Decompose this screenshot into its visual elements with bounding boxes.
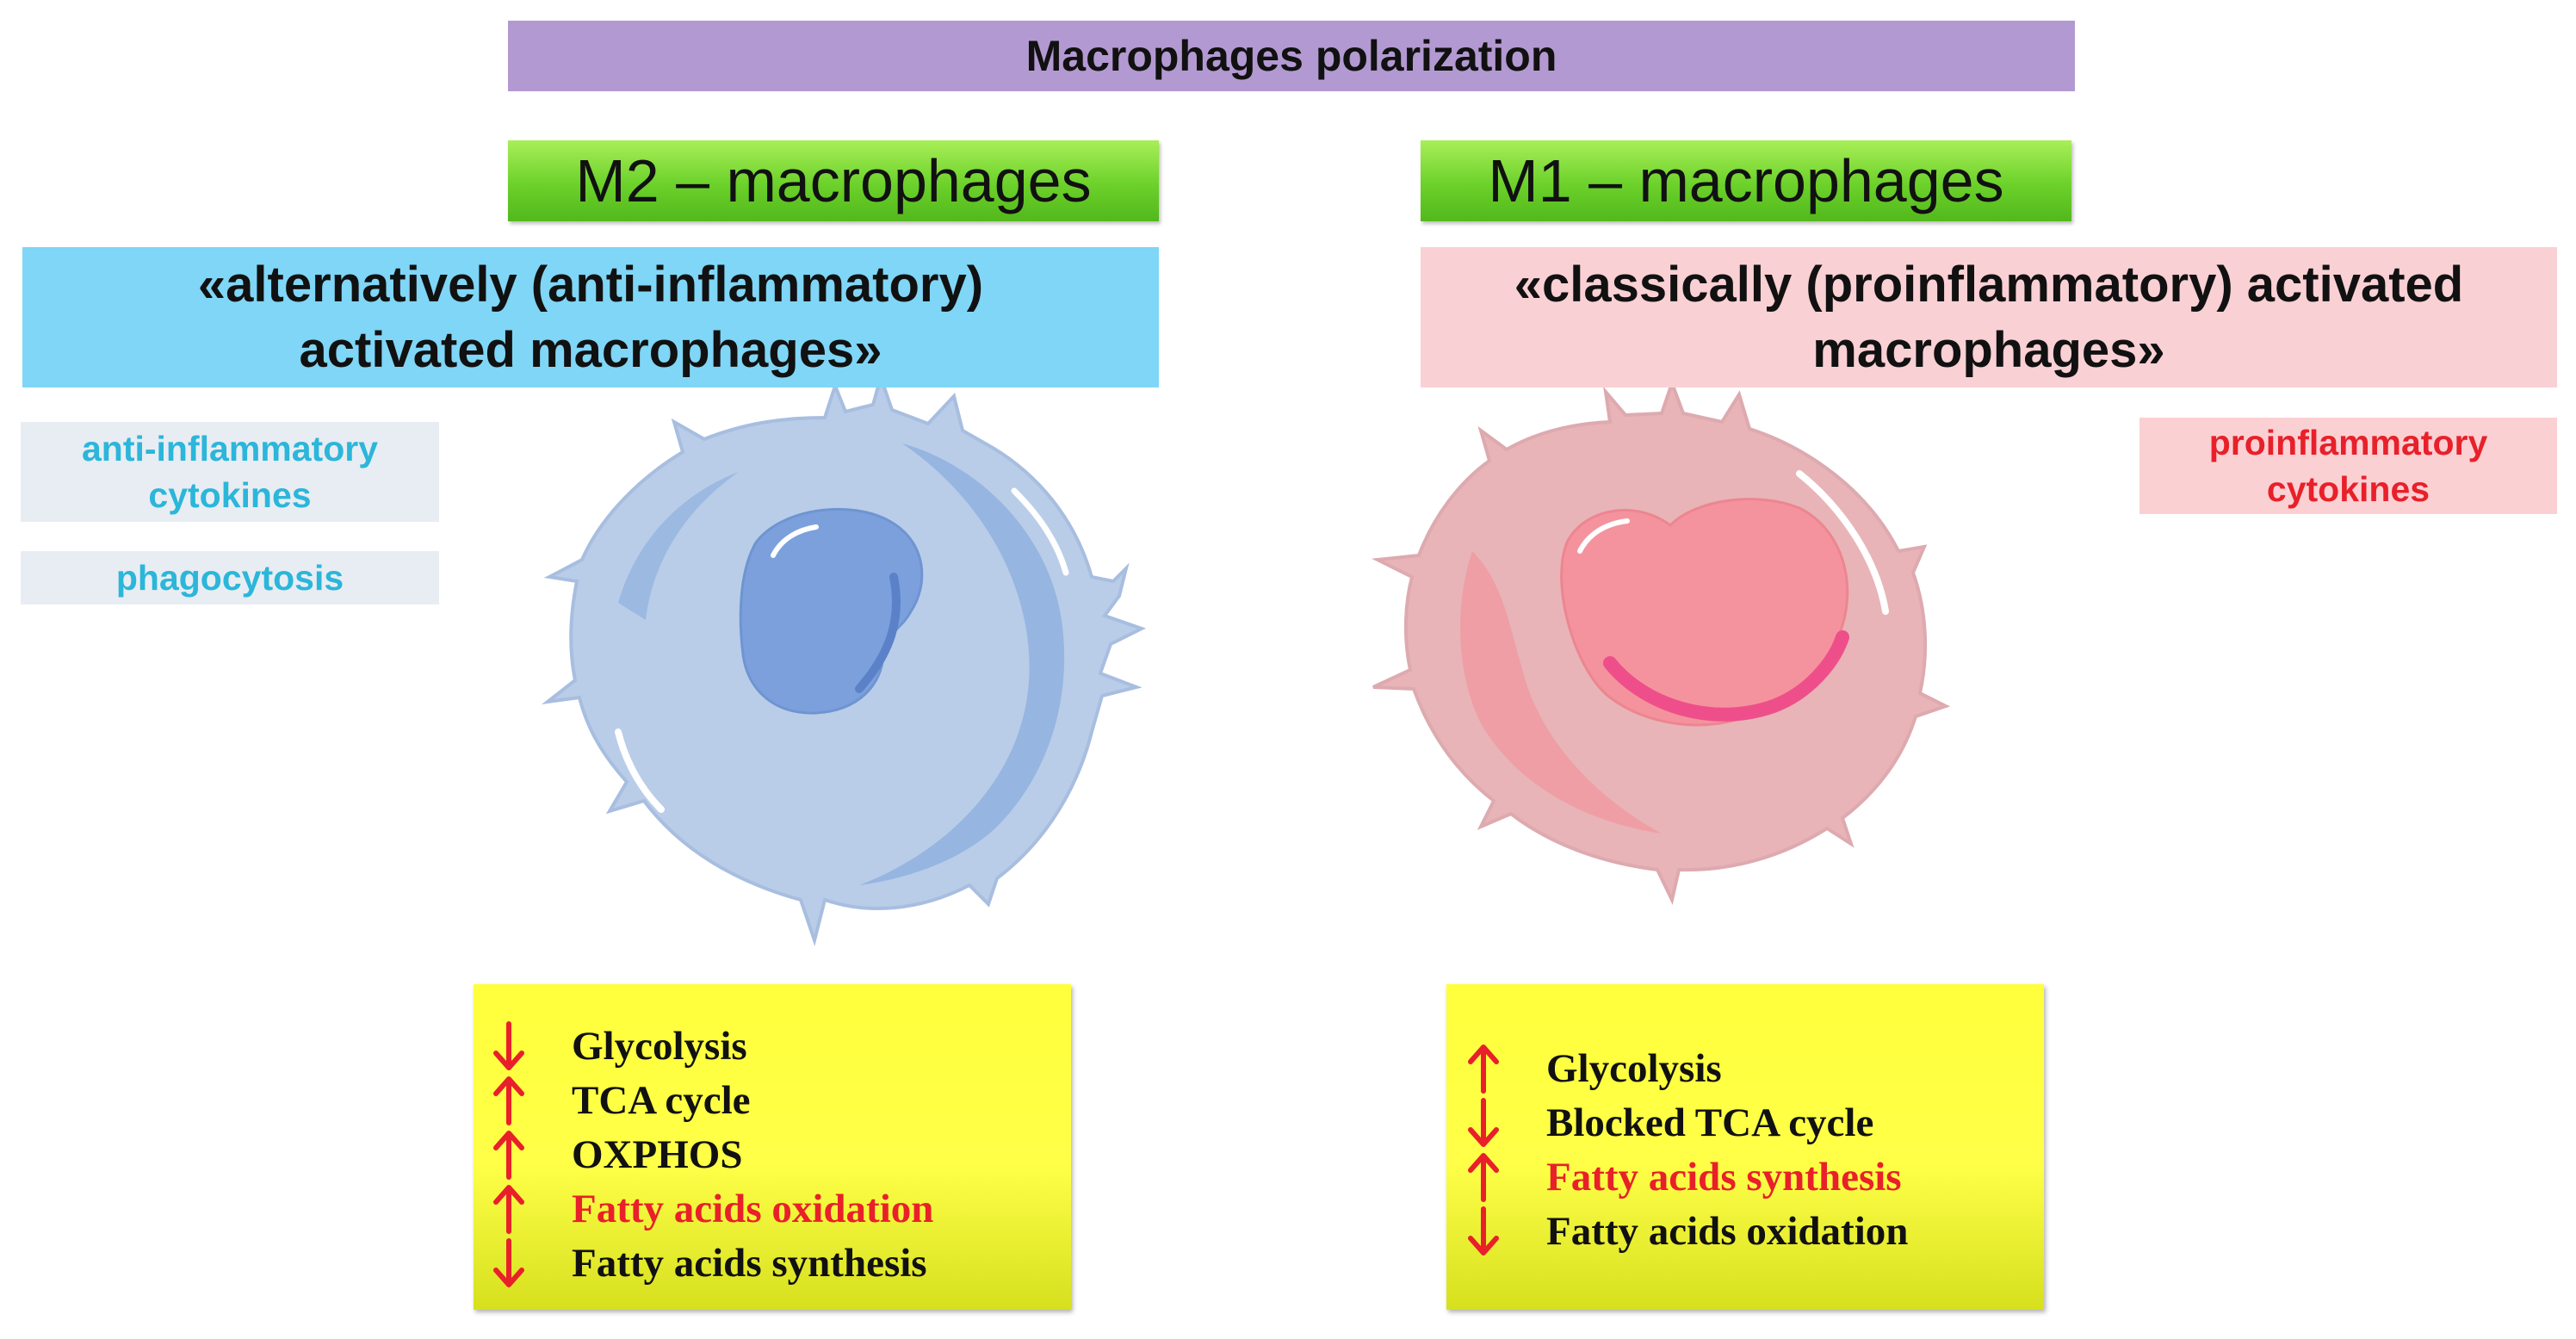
m2-metabolism-row: Fatty acids oxidation — [491, 1181, 1071, 1236]
m2-metabolism-label: Fatty acids synthesis — [572, 1240, 927, 1286]
m1-cytokines-line1: proinflammatory — [2208, 423, 2488, 462]
m2-activation-line1: «alternatively (anti-inflammatory) — [197, 256, 984, 313]
up-arrow-icon — [1468, 1152, 1499, 1202]
m1-activation-banner: «classically (proinflammatory) activated… — [1421, 247, 2557, 387]
m2-cytokines-line1: anti-inflammatory — [82, 429, 378, 468]
m2-activation-banner: «alternatively (anti-inflammatory) activ… — [22, 247, 1159, 387]
m2-phagocytosis-tag: phagocytosis — [21, 551, 439, 604]
m2-metabolism-label: TCA cycle — [572, 1077, 751, 1123]
m1-activation-line1: «classically (proinflammatory) activated — [1514, 256, 2464, 313]
m1-cell-nucleus — [1560, 498, 1849, 727]
m2-activation-line2: activated macrophages» — [299, 321, 882, 378]
m1-metabolism-row: Glycolysis — [1465, 1041, 2044, 1095]
m1-metabolism-row: Fatty acids oxidation — [1465, 1204, 2044, 1258]
up-arrow-icon — [493, 1130, 524, 1180]
m1-metabolism-row: Blocked TCA cycle — [1465, 1095, 2044, 1150]
m2-metabolism-row: Fatty acids synthesis — [491, 1236, 1071, 1290]
m1-cytokines-line2: cytokines — [2266, 469, 2430, 509]
down-arrow-icon — [1468, 1097, 1499, 1147]
m2-header: M2 – macrophages — [508, 140, 1159, 221]
m2-metabolism-row: Glycolysis — [491, 1019, 1071, 1073]
m1-header: M1 – macrophages — [1421, 140, 2071, 221]
down-arrow-icon — [493, 1237, 524, 1287]
m1-cytokines-tag: proinflammatory cytokines — [2139, 418, 2557, 514]
m1-activation-line2: macrophages» — [1812, 321, 2165, 378]
m1-metabolism-label: Blocked TCA cycle — [1546, 1100, 1874, 1145]
m1-metabolism-row: Fatty acids synthesis — [1465, 1150, 2044, 1204]
up-arrow-icon — [1468, 1044, 1499, 1094]
m2-metabolism-row: OXPHOS — [491, 1127, 1071, 1181]
up-arrow-icon — [493, 1184, 524, 1234]
m1-metabolism-label: Fatty acids oxidation — [1546, 1208, 1909, 1254]
m2-metabolism-label: OXPHOS — [572, 1131, 743, 1177]
m2-macrophage-cell-illustration — [541, 371, 1147, 947]
m1-macrophage-cell-illustration — [1371, 379, 1951, 905]
diagram-title: Macrophages polarization — [508, 21, 2075, 91]
m2-cytokines-tag: anti-inflammatory cytokines — [21, 422, 439, 522]
m1-metabolism-label: Glycolysis — [1546, 1045, 1722, 1091]
m1-metabolism-label: Fatty acids synthesis — [1546, 1154, 1902, 1200]
m2-metabolism-label: Glycolysis — [572, 1023, 747, 1069]
up-arrow-icon — [493, 1076, 524, 1125]
down-arrow-icon — [493, 1020, 524, 1070]
m2-metabolism-label: Fatty acids oxidation — [572, 1186, 934, 1231]
down-arrow-icon — [1468, 1206, 1499, 1255]
m2-cell-nucleus — [739, 507, 924, 715]
m2-cytokines-line2: cytokines — [148, 475, 312, 515]
m2-metabolism-row: TCA cycle — [491, 1073, 1071, 1127]
